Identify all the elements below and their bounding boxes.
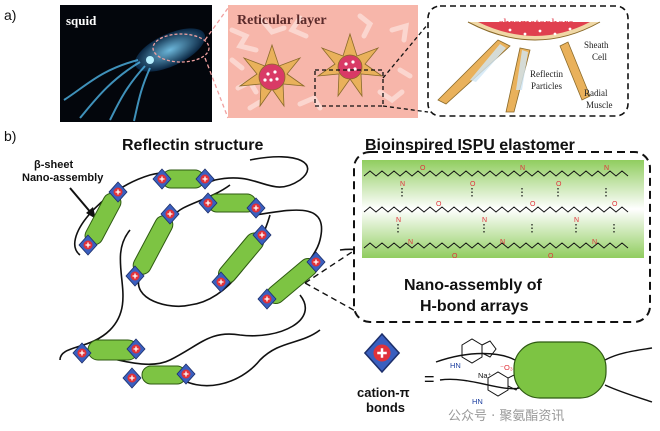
svg-text:N: N [520,165,525,172]
svg-text:O: O [548,253,554,260]
zoom-connector-right-top [382,23,429,79]
cation-pi-label-1: cation-π [357,385,410,400]
beta-sheet-capsule-6 [257,251,326,310]
hydrogen-bonds [397,188,615,234]
chem-na: Na⁺ [478,371,492,380]
svg-text:N: N [592,239,597,246]
cation-pi-legend: cation-π bonds = [357,332,435,415]
urethane-groups: N O O N O N N O N O N O N O N O N [396,165,618,260]
svg-text:O: O [436,201,442,208]
elastomer-box: N O O N O N N O N O N O N O N O N Nano-assembly of H-b… [353,151,651,323]
svg-text:O: O [612,201,618,208]
beta-sheet-capsule-2 [78,181,128,256]
zoom-rectangle [314,69,384,107]
panel-b-label: b) [4,128,16,144]
svg-text:N: N [500,239,505,246]
cation-pi-diamond-icon [363,332,401,374]
chromatophore-title: chromatophore [498,16,574,30]
reflectin-structure-title: Reflectin structure [122,137,263,154]
svg-text:N: N [396,217,401,224]
watermark: 公众号 · 聚氨酯资讯 [448,409,564,424]
svg-text:N: N [408,239,413,246]
zoom-connector-right-bottom [382,105,429,113]
beta-sheet-capsule-8 [122,363,196,389]
chem-nh-top: HN [450,361,461,370]
svg-text:O: O [556,181,562,188]
beta-sheet-label-2: Nano-assembly [22,172,104,184]
svg-text:N: N [482,217,487,224]
zoom-connector-bottom [204,57,229,119]
beta-sheet-capsule-5 [211,224,272,293]
svg-text:N: N [400,181,405,188]
radial-label-2: Muscle [586,100,613,110]
reticular-layer-box: Reticular layer [228,5,418,118]
elastomer-title: Bioinspired ISPU elastomer [365,137,575,154]
h-bond-chains [363,170,629,249]
svg-text:N: N [574,217,579,224]
svg-text:N: N [604,165,609,172]
chem-nh-bottom: HN [472,397,483,406]
beta-sheet-capsule-3 [125,203,180,287]
star-cell-left [238,43,306,108]
svg-text:O: O [470,181,476,188]
reflectin-label-1: Reflectin [530,69,563,79]
reflectin-label-2: Particles [531,81,562,91]
beta-sheet-arrow [69,187,96,219]
svg-text:O: O [420,165,426,172]
cation-pi-label-2: bonds [366,400,405,415]
beta-sheet-capsule-legend [513,341,607,399]
star-cell-right [316,32,384,98]
reticular-title: Reticular layer [237,13,327,28]
beta-sheet-label-1: β-sheet [34,159,73,171]
zoom-ellipse [152,33,210,63]
sheath-label-2: Cell [592,52,607,62]
squid-label: squid [66,13,97,28]
svg-text:O: O [452,253,458,260]
equals-sign: = [424,369,435,389]
nano-assembly-label-1: Nano-assembly of [404,277,542,294]
cation-pi-chemistry: HN Na⁺ ⁻O₃S HN [435,338,653,406]
beta-sheet-capsule-1 [152,168,215,190]
chem-so3: ⁻O₃S [500,363,518,372]
chromatophore-detail: chromatophore Sheath Cell Reflectin Part… [427,5,629,117]
squid-photo: squid [60,5,212,122]
beta-sheet-capsule-7 [72,338,146,364]
svg-text:O: O [530,201,536,208]
radial-label-1: Radial [584,88,608,98]
nano-assembly-label-2: H-bond arrays [420,298,529,315]
panel-a-label: a) [4,7,16,23]
beta-sheet-capsule-4 [198,192,266,219]
sheath-label-1: Sheath [584,40,609,50]
